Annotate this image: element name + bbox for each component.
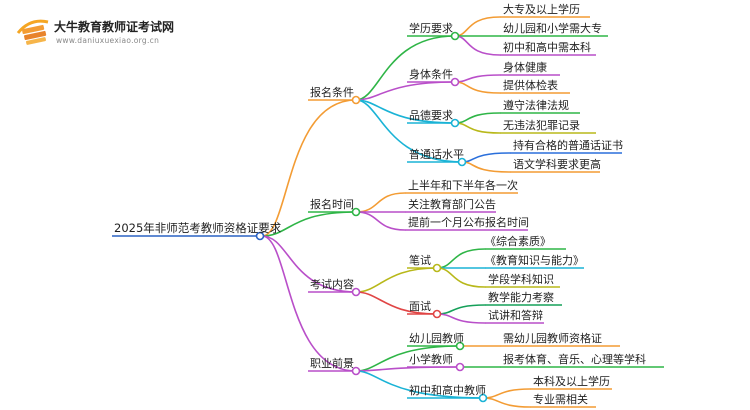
leaf-node: 报考体育、音乐、心理等学科 xyxy=(503,352,646,366)
node-primary-teacher: 小学教师 xyxy=(409,352,453,366)
node-moral-requirement: 品德要求 xyxy=(409,108,453,122)
branch-registration-time: 报名时间 xyxy=(310,197,354,211)
leaf-node: 教学能力考察 xyxy=(488,290,554,304)
leaf-node: 学段学科知识 xyxy=(488,272,554,286)
branch-exam-content: 考试内容 xyxy=(310,277,354,291)
node-education-requirement: 学历要求 xyxy=(409,21,453,35)
leaf-node: 无违法犯罪记录 xyxy=(503,118,580,132)
junction-dots xyxy=(255,31,488,403)
leaf-node: 大专及以上学历 xyxy=(503,2,580,16)
leaf-node: 本科及以上学历 xyxy=(533,374,610,388)
branch-career-prospects: 职业前景 xyxy=(310,356,354,370)
leaf-node: 上半年和下半年各一次 xyxy=(408,178,518,192)
leaf-node: 提前一个月公布报名时间 xyxy=(408,215,529,229)
node-kindergarten-teacher: 幼儿园教师 xyxy=(409,332,464,345)
leaf-node: 身体健康 xyxy=(503,60,547,74)
leaf-node: 提供体检表 xyxy=(503,78,558,92)
node-written-exam: 笔试 xyxy=(409,253,431,267)
leaf-node: 持有合格的普通话证书 xyxy=(513,138,623,152)
node-underlines xyxy=(112,16,664,408)
leaf-node: 需幼儿园教师资格证 xyxy=(503,331,602,345)
leaf-node: 《综合素质》 xyxy=(485,234,551,248)
leaf-node: 幼儿园和小学需大专 xyxy=(503,21,602,35)
logo-url: www.daniuxuexiao.org.cn xyxy=(56,36,159,45)
node-interview: 面试 xyxy=(409,300,431,313)
leaf-node: 初中和高中需本科 xyxy=(503,40,591,54)
leaf-node: 《教育知识与能力》 xyxy=(485,253,584,267)
site-logo[interactable]: 大牛教育教师证考试网 www.daniuxuexiao.org.cn xyxy=(16,19,174,45)
logo-title: 大牛教育教师证考试网 xyxy=(54,19,174,34)
branch-registration-conditions: 报名条件 xyxy=(310,85,354,99)
leaf-node: 关注教育部门公告 xyxy=(408,197,496,211)
leaf-node: 专业需相关 xyxy=(533,392,588,406)
book-stack-icon xyxy=(16,19,49,45)
leaf-node: 试讲和答辩 xyxy=(488,308,543,322)
root-node: 2025年非师范考教师资格证要求 xyxy=(114,221,282,235)
node-mandarin-level: 普通话水平 xyxy=(409,147,464,161)
leaf-node: 遵守法律法规 xyxy=(503,98,569,112)
node-middle-high-teacher: 初中和高中教师 xyxy=(409,383,486,397)
leaf-node: 语文学科要求更高 xyxy=(513,157,601,171)
node-physical-condition: 身体条件 xyxy=(409,67,453,81)
